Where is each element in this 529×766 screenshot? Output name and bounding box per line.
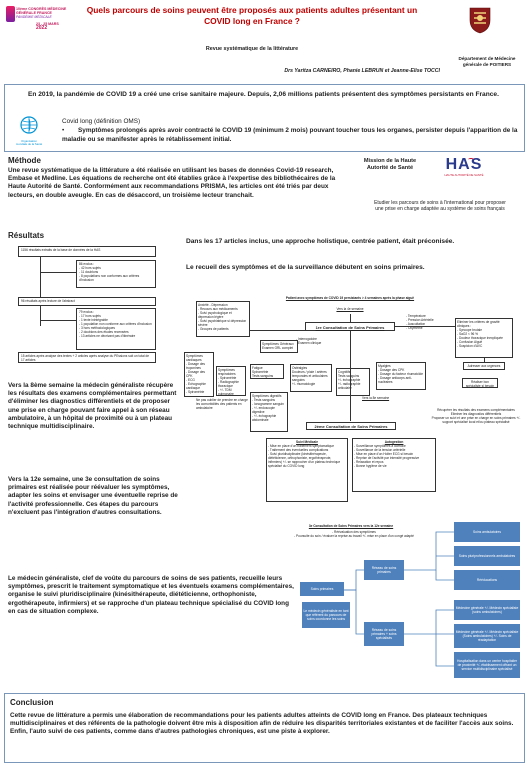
- conclusion-text: Cette revue de littérature a permis une …: [10, 712, 514, 736]
- who-globe-icon: [20, 116, 38, 134]
- prisma-connector: [40, 320, 76, 321]
- prisma-connector: [40, 306, 41, 326]
- blue-r5: Médecine générale +/- Médecin spécialist…: [454, 624, 520, 648]
- flow-fatigue: Fatigue Spirométrie Tests sanguins: [250, 364, 284, 379]
- intro-text: En 2019, la pandémie de COVID 19 a créé …: [28, 91, 499, 98]
- blue-soins-primaires: Soins primaires: [300, 582, 344, 596]
- has-logo: HAS HAUTE AUTORITÉ DE SANTÉ: [432, 156, 496, 182]
- department-name: Département de Médecine générale de POIT…: [448, 56, 526, 68]
- flow-suivi-medical-text: - Mise en place d'un traitement symptoma…: [268, 444, 341, 468]
- flow-connector: [350, 314, 351, 322]
- text-8e-semaine: Vers la 8ème semaine la médecin générali…: [8, 382, 177, 431]
- crest-icon: [469, 7, 491, 34]
- flow-constantes: - Température - Pression Artérielle - Au…: [406, 314, 434, 330]
- flow-respiratoires: Symptômes respiratoires - Spirométrie - …: [216, 366, 246, 396]
- flow-specialiste: Réaliser bon spécialiste si besoin: [462, 378, 498, 388]
- methode-text: Une revue systématique de la littérature…: [8, 167, 336, 199]
- has-logo-text: HAS: [445, 156, 483, 173]
- congress-logo-line2: GÉNÉRALE FRANCE: [16, 11, 52, 16]
- blue-reseau: Réseau de soins primaires: [364, 560, 404, 580]
- text-12e-semaine: Vers la 12e semaine, une 3e consultation…: [8, 476, 178, 516]
- prisma-box-abstract: 96 résultats après lecture de l'abstract: [18, 297, 156, 306]
- flow-consult-1: 1re Consultation de Soins Primaires: [305, 322, 395, 331]
- prisma-box-included: 15 articles après analyse des textes + 2…: [18, 352, 156, 363]
- flow-eliminer-gravite: Eliminer les critères de gravité cliniqu…: [455, 318, 513, 358]
- flow-suivi-medical: Suivi Médicale - Mise en place d'un trai…: [266, 438, 348, 502]
- oms-name-line1: Organisation: [21, 139, 37, 143]
- oms-definition-bullet: •: [62, 127, 65, 134]
- flow-osteo: Ostéalgies Douleurs / plaie / artères te…: [290, 364, 332, 392]
- flow-cognitifs: Cognitifs Tests sanguins +/- échographie…: [336, 368, 370, 396]
- blue-r3: Rééducations: [454, 570, 520, 590]
- flow-consult-3: 3e Consultation de Soins Primaires vers …: [308, 524, 394, 528]
- congress-logo: 10ème CONGRÈS MÉDECINE GÉNÉRALE FRANCE P…: [6, 4, 72, 44]
- flow-suivi-medical-title: Suivi Médicale: [296, 440, 318, 444]
- oms-definition-title: Covid long (définition OMS): [62, 118, 141, 125]
- flow-comorbidites: Ne pas oublier de prendre en charge les …: [196, 398, 248, 410]
- conclusion-panel: [4, 693, 525, 763]
- has-mission-text: Etudier les parcours de soins à l'intern…: [374, 200, 506, 213]
- prisma-connector: [40, 272, 76, 273]
- text-recueil: Le recueil des symptômes et de la survei…: [186, 264, 425, 271]
- text-holistic: Dans les 17 articles inclus, une approch…: [186, 238, 455, 245]
- flow-cardiaques: Symptômes cardiaques - Dosage des tropon…: [184, 352, 214, 397]
- oms-name-line2: mondiale de la Santé: [15, 142, 43, 147]
- blue-r2: Soins pluriprofessionnels ambulatoires: [454, 546, 520, 566]
- blue-diagram-connectors: [344, 531, 454, 667]
- flow-digestifs: Symptômes digestifs - Tests sanguins - I…: [250, 392, 288, 432]
- department-line2: générale de POITIERS: [462, 62, 512, 67]
- congress-dates: 23 - 25 MARS: [36, 21, 59, 26]
- flow-symptomes-generaux: Symptômes Généraux Examen ORL complet: [260, 340, 298, 353]
- blue-r4: Médecine générale +/- Médecin spécialist…: [454, 600, 520, 620]
- congress-logo-line1: 10ème CONGRÈS MÉDECINE: [16, 7, 67, 11]
- blue-r1: Soins ambulatoires: [454, 522, 520, 542]
- flow-autogestion: Autogestion - Surveillance symptômes à d…: [352, 438, 436, 492]
- methode-heading: Méthode: [8, 156, 41, 165]
- has-mission-title: Mission de la Haute Autorité de Santé: [363, 158, 417, 171]
- flow-connector: [395, 326, 455, 327]
- oms-logo: Organisation mondiale de la Santé: [12, 115, 46, 149]
- flow-connector: [250, 330, 305, 331]
- flow-vers-8e: Vers la 8e semaine: [362, 396, 390, 400]
- blue-r6: Hospitalisation dans un centre hospitali…: [454, 652, 520, 678]
- conclusion-heading: Conclusion: [10, 698, 54, 707]
- flow-myalgies: Myalgies - Dosage des CPK - Dosage du fa…: [376, 362, 426, 390]
- flow-ressourcer: Récupérer les résultats des examens comp…: [431, 408, 521, 424]
- flow-consult-3-sub: - Réévaluation des symptômes - Poursuite…: [294, 530, 414, 538]
- flow-connector: [484, 358, 485, 362]
- flow-top-label: Patient avec symptômes de COVID 19 persi…: [285, 296, 415, 300]
- text-medecin-generaliste: Le médecin généraliste, clef de voûte du…: [8, 575, 294, 615]
- blue-reseau-specialises: Réseau de soins primaires + soins spécia…: [364, 622, 404, 646]
- prisma-connector: [40, 257, 41, 297]
- poster-title: Quels parcours de soins peuvent être pro…: [86, 5, 418, 26]
- intro-panel: [4, 84, 525, 152]
- prisma-box-identified: 1156 résultats extraits de la base de do…: [18, 246, 156, 257]
- congress-logo-dates: 23 - 25 MARS: [36, 22, 72, 26]
- flow-anxiete: Anxiété - Dépression - Recours aux médic…: [196, 301, 250, 337]
- resultats-heading: Résultats: [8, 231, 45, 240]
- oms-definition-text: Symptômes prolongés après avoir contract…: [62, 127, 518, 143]
- congress-logo-mark: [6, 6, 15, 22]
- flow-vers-4e: Vers la 4e semaine: [336, 307, 364, 311]
- prisma-box-excluded-1: 86 exclus : - 42 hors sujets - 11 doublo…: [76, 260, 156, 288]
- congress-logo-line3: PANDÉMIE MÉDICALE: [16, 15, 52, 20]
- poster-subtitle: Revue systématique de la littérature: [205, 46, 299, 52]
- flow-adresser-urgences: Adresser aux urgences: [463, 362, 505, 370]
- flow-consult-2: 2ème Consultation de Soins Primaires: [306, 422, 396, 430]
- flow-autogestion-text: - Surveillance symptômes à domicile - Su…: [354, 444, 420, 468]
- prisma-box-excluded-2: 79 exclus : - 17 hors sujets - 1 texte i…: [76, 308, 156, 350]
- congress-year: 2022: [36, 24, 48, 31]
- flow-interrogatoire: - Interrogatoire - Examen clinique: [296, 337, 322, 345]
- flow-autogestion-title: Autogestion: [384, 440, 404, 444]
- blue-mg-desc: Le médecin généraliste en tant que référ…: [302, 602, 350, 628]
- department-line1: Département de Médecine: [458, 56, 516, 61]
- flow-connector: [350, 331, 351, 421]
- university-logo: [468, 6, 492, 34]
- authors: Drs Yaritza CARNEIRO, Phanie LEBRUN et J…: [284, 68, 440, 74]
- has-logo-sub: HAUTE AUTORITÉ DE SANTÉ: [444, 173, 484, 177]
- has-logo-accent: [468, 158, 474, 161]
